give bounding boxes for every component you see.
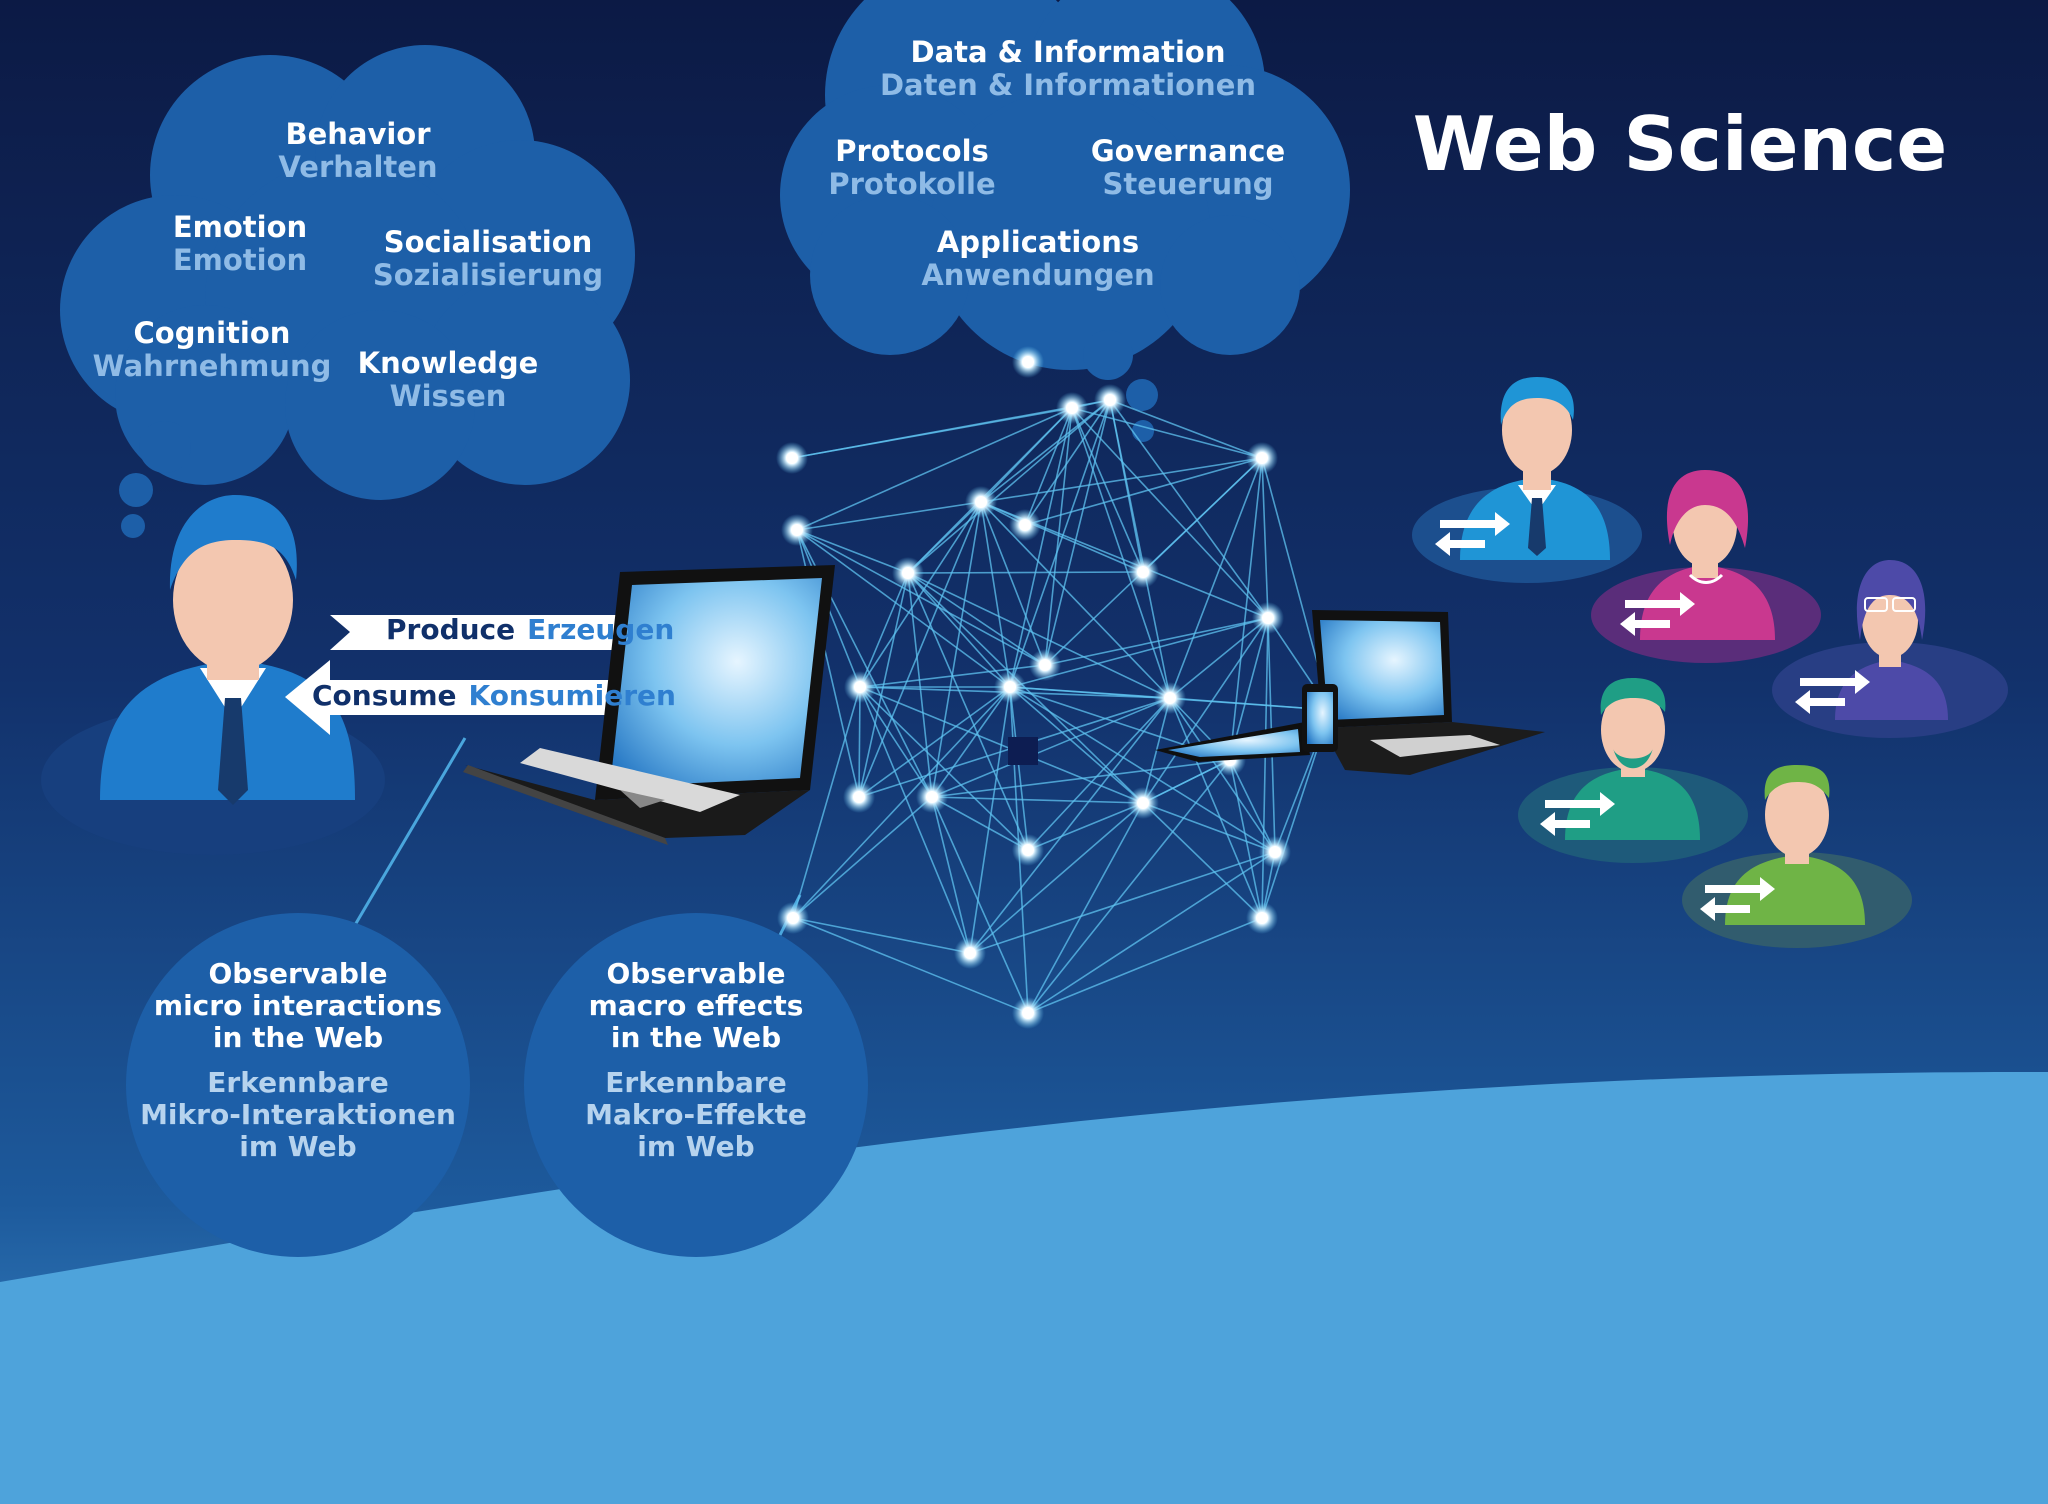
- network-node: [902, 567, 914, 579]
- network-node: [1019, 519, 1031, 531]
- network-node: [1022, 1007, 1034, 1019]
- label-en: Data & Information: [880, 36, 1256, 69]
- network-node: [787, 912, 799, 924]
- micro-de-line: im Web: [140, 1131, 456, 1163]
- cloud-item-emotion: Emotion Emotion: [173, 211, 307, 278]
- network-node: [853, 791, 865, 803]
- label-de: Anwendungen: [921, 259, 1154, 292]
- network-node: [964, 947, 976, 959]
- thought-bubble-small: [119, 473, 153, 507]
- smartphone-icon: [1302, 684, 1338, 752]
- thought-bubble-small: [1132, 420, 1154, 442]
- consume-de: Konsumieren: [468, 679, 675, 712]
- macro-de-line: Makro-Effekte: [585, 1099, 807, 1131]
- network-node: [1137, 797, 1149, 809]
- network-node: [1262, 612, 1274, 624]
- cloud-item-applications: Applications Anwendungen: [921, 226, 1154, 293]
- micro-en-line: Observable: [140, 958, 456, 990]
- macro-de-line: Erkennbare: [585, 1067, 807, 1099]
- label-de: Verhalten: [278, 151, 437, 184]
- page-title: Web Science: [1413, 100, 1948, 188]
- micro-effects-text: Observable micro interactions in the Web…: [140, 958, 456, 1163]
- thought-bubble-small: [139, 421, 191, 473]
- micro-en-line: micro interactions: [140, 990, 456, 1022]
- consume-label: Consume Konsumieren: [312, 679, 676, 712]
- label-de: Protokolle: [828, 168, 995, 201]
- network-node: [1164, 692, 1176, 704]
- network-node: [1066, 402, 1078, 414]
- network-node: [791, 524, 803, 536]
- network-node: [786, 452, 798, 464]
- produce-en: Produce: [386, 613, 515, 646]
- label-de: Emotion: [173, 244, 307, 277]
- label-en: Knowledge: [358, 347, 539, 380]
- network-node: [1039, 659, 1051, 671]
- network-edge: [859, 687, 860, 797]
- thought-bubble-small: [1126, 379, 1158, 411]
- network-center-square: [1008, 737, 1038, 765]
- label-de: Steuerung: [1091, 168, 1285, 201]
- cloud-item-cognition: Cognition Wahrnehmung: [93, 317, 332, 384]
- network-node: [1004, 681, 1016, 693]
- label-de: Wahrnehmung: [93, 350, 332, 383]
- network-node: [926, 791, 938, 803]
- micro-en-line: in the Web: [140, 1022, 456, 1054]
- macro-effects-text: Observable macro effects in the Web Erke…: [585, 958, 807, 1163]
- network-node: [1256, 452, 1268, 464]
- cloud-item-governance: Governance Steuerung: [1091, 135, 1285, 202]
- macro-en-line: Observable: [585, 958, 807, 990]
- produce-label: Produce Erzeugen: [386, 613, 674, 646]
- thought-bubble-small: [1083, 330, 1133, 380]
- network-node: [1137, 566, 1149, 578]
- label-en: Governance: [1091, 135, 1285, 168]
- macro-de-line: im Web: [585, 1131, 807, 1163]
- label-de: Sozialisierung: [373, 259, 603, 292]
- network-edge: [908, 572, 1143, 573]
- network-node: [1256, 912, 1268, 924]
- cloud-item-knowledge: Knowledge Wissen: [358, 347, 539, 414]
- network-node: [1022, 844, 1034, 856]
- label-en: Socialisation: [373, 226, 603, 259]
- label-en: Cognition: [93, 317, 332, 350]
- network-node: [975, 496, 987, 508]
- micro-de-line: Erkennbare: [140, 1067, 456, 1099]
- cloud-item-socialisation: Socialisation Sozialisierung: [373, 226, 603, 293]
- produce-de: Erzeugen: [527, 613, 674, 646]
- cloud-item-data-information: Data & Information Daten & Informationen: [880, 36, 1256, 103]
- cloud-item-protocols: Protocols Protokolle: [828, 135, 995, 202]
- thought-bubble-small: [121, 514, 145, 538]
- label-en: Protocols: [828, 135, 995, 168]
- label-de: Daten & Informationen: [880, 69, 1256, 102]
- network-node: [1022, 356, 1034, 368]
- macro-en-line: in the Web: [585, 1022, 807, 1054]
- label-en: Behavior: [278, 118, 437, 151]
- network-node: [1104, 394, 1116, 406]
- cloud-item-behavior: Behavior Verhalten: [278, 118, 437, 185]
- bottom-band: [0, 1282, 2048, 1504]
- label-en: Applications: [921, 226, 1154, 259]
- network-node: [854, 681, 866, 693]
- micro-de-line: Mikro-Interaktionen: [140, 1099, 456, 1131]
- consume-en: Consume: [312, 679, 456, 712]
- network-node: [1269, 846, 1281, 858]
- label-de: Wissen: [358, 380, 539, 413]
- macro-en-line: macro effects: [585, 990, 807, 1022]
- label-en: Emotion: [173, 211, 307, 244]
